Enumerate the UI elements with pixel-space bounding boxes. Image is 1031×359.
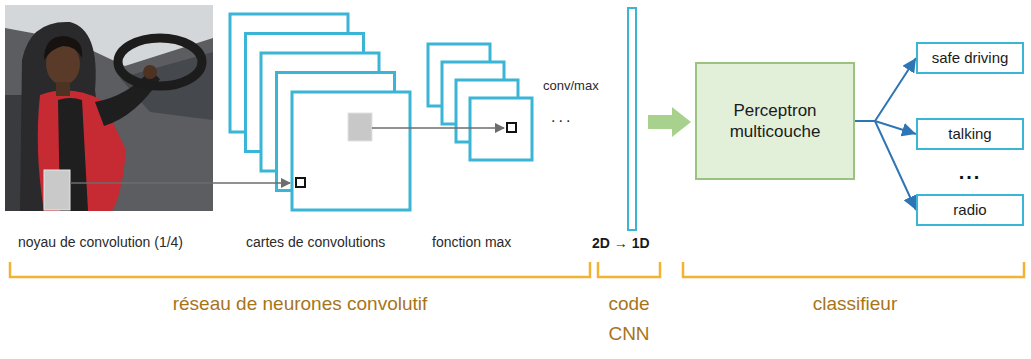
output-pixel [507, 123, 516, 132]
stage-caption: cartes de convolutions [246, 231, 385, 253]
max-maps [428, 44, 532, 160]
dimension-note: 2D → 1D [592, 232, 650, 254]
section-title: classifieur [813, 289, 897, 319]
ellipsis: ... [551, 104, 573, 130]
class-box: radio [916, 194, 1024, 226]
stage-caption: noyau de convolution (1/4) [18, 231, 183, 253]
layer-note: conv/max [543, 76, 599, 97]
convolution-maps [230, 14, 410, 210]
class-arrow [855, 121, 916, 210]
node-text: talking [948, 125, 991, 144]
block-arrow [648, 107, 691, 137]
node-text: radio [953, 201, 986, 220]
output-pixel [296, 178, 305, 187]
ellipsis: ... [959, 156, 982, 188]
pool-window [348, 113, 372, 141]
kernel-window [44, 170, 70, 210]
class-arrow [855, 58, 916, 121]
section-bracket [10, 262, 1024, 277]
driver-photo [5, 5, 213, 211]
node-text: Perceptron multicouche [709, 100, 841, 143]
projection-arrow [70, 182, 290, 184]
section-title: code CNN [601, 289, 657, 350]
cnn-code-bar [628, 8, 636, 230]
stage-caption: fonction max [432, 231, 511, 253]
class-box: talking [916, 118, 1024, 150]
class-box: safe driving [916, 42, 1024, 74]
projection-arrow [372, 127, 504, 129]
node-text: safe driving [932, 49, 1009, 68]
classifier-box: Perceptron multicouche [695, 62, 855, 180]
class-arrow [855, 121, 916, 134]
section-title: réseau de neurones convolutif [173, 289, 428, 319]
